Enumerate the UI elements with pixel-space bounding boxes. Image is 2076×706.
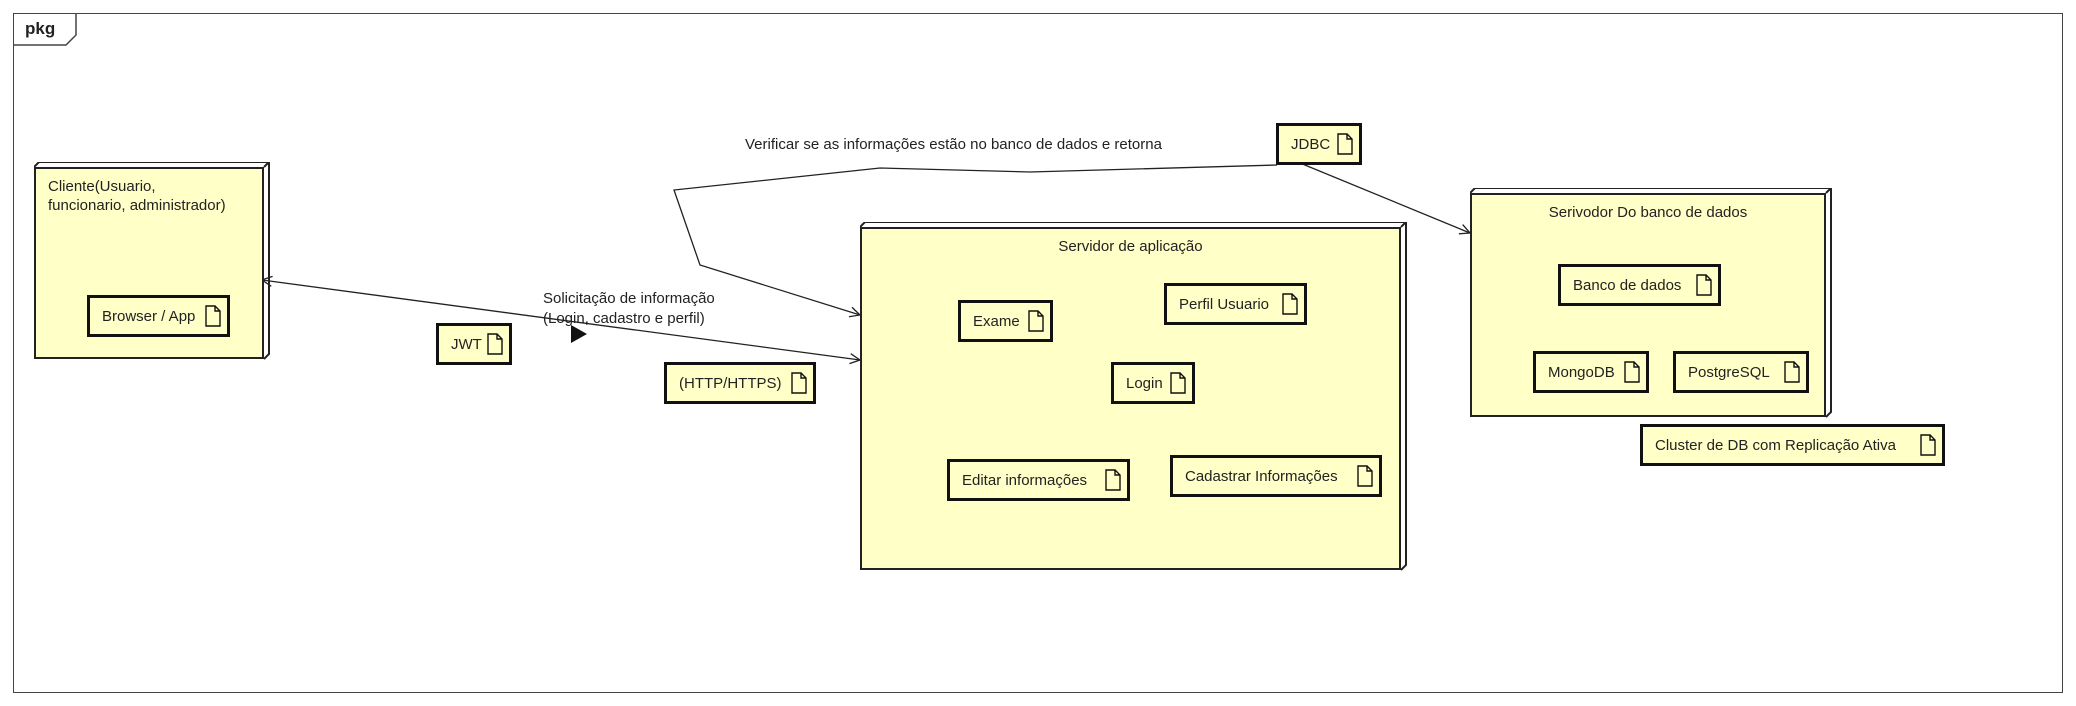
document-icon xyxy=(1028,310,1044,332)
client-server-line xyxy=(262,280,860,360)
cliente-node-depth xyxy=(34,162,270,360)
postgresql-label: PostgreSQL xyxy=(1688,363,1770,381)
document-icon xyxy=(1282,293,1298,315)
perfil-usuario-label: Perfil Usuario xyxy=(1179,295,1270,313)
document-icon xyxy=(1624,361,1640,383)
editar-informacoes-label: Editar informações xyxy=(962,471,1088,489)
document-icon xyxy=(1920,434,1936,456)
exame-label: Exame xyxy=(973,312,1020,330)
document-icon xyxy=(1170,372,1186,394)
jwt-artifact[interactable]: JWT xyxy=(436,323,512,365)
http-https-artifact[interactable]: (HTTP/HTTPS) xyxy=(664,362,816,404)
servidor-db-title: Serivodor Do banco de dados xyxy=(1548,204,1748,221)
jdbc-label: JDBC xyxy=(1291,135,1331,153)
mongodb-label: MongoDB xyxy=(1548,363,1615,381)
document-icon xyxy=(791,372,807,394)
direction-triangle xyxy=(571,325,587,343)
exame-artifact[interactable]: Exame xyxy=(958,300,1053,342)
jdbc-db-line xyxy=(1299,162,1470,233)
document-icon xyxy=(205,305,221,327)
cadastrar-informacoes-artifact[interactable]: Cadastrar Informações xyxy=(1170,455,1382,497)
document-icon xyxy=(1105,469,1121,491)
document-icon xyxy=(1357,465,1373,487)
package-tab xyxy=(14,14,77,46)
document-icon xyxy=(1337,133,1353,155)
document-icon xyxy=(1696,274,1712,296)
request-label-line2: (Login, cadastro e perfil) xyxy=(543,310,705,327)
postgresql-artifact[interactable]: PostgreSQL xyxy=(1673,351,1809,393)
package-frame: pkg xyxy=(13,13,2063,693)
cadastrar-informacoes-label: Cadastrar Informações xyxy=(1185,467,1338,485)
document-icon xyxy=(1784,361,1800,383)
http-https-label: (HTTP/HTTPS) xyxy=(679,374,782,392)
cluster-db-artifact[interactable]: Cluster de DB com Replicação Ativa xyxy=(1640,424,1945,466)
servidor-aplicacao-title: Servidor de aplicação xyxy=(1058,238,1203,255)
login-artifact[interactable]: Login xyxy=(1111,362,1195,404)
servidor-db-node-depth xyxy=(1470,188,1832,418)
mongodb-artifact[interactable]: MongoDB xyxy=(1533,351,1649,393)
jwt-label: JWT xyxy=(451,335,482,353)
cliente-title-line1: Cliente(Usuario, xyxy=(48,178,156,195)
package-label: pkg xyxy=(25,19,56,38)
document-icon xyxy=(487,333,503,355)
perfil-usuario-artifact[interactable]: Perfil Usuario xyxy=(1164,283,1307,325)
verify-label: Verificar se as informações estão no ban… xyxy=(745,136,1162,153)
banco-de-dados-artifact[interactable]: Banco de dados xyxy=(1558,264,1721,306)
cliente-title-line2: funcionario, administrador) xyxy=(48,197,226,214)
banco-de-dados-label: Banco de dados xyxy=(1573,276,1682,294)
verify-line xyxy=(673,164,1278,315)
editar-informacoes-artifact[interactable]: Editar informações xyxy=(947,459,1130,501)
jdbc-artifact[interactable]: JDBC xyxy=(1276,123,1362,165)
browser-app-artifact[interactable]: Browser / App xyxy=(87,295,230,337)
servidor-aplicacao-node-depth xyxy=(860,222,1407,571)
login-label: Login xyxy=(1126,374,1163,392)
cluster-db-label: Cluster de DB com Replicação Ativa xyxy=(1655,436,1896,454)
request-label-line1: Solicitação de informação xyxy=(543,290,715,307)
browser-app-label: Browser / App xyxy=(102,307,196,325)
